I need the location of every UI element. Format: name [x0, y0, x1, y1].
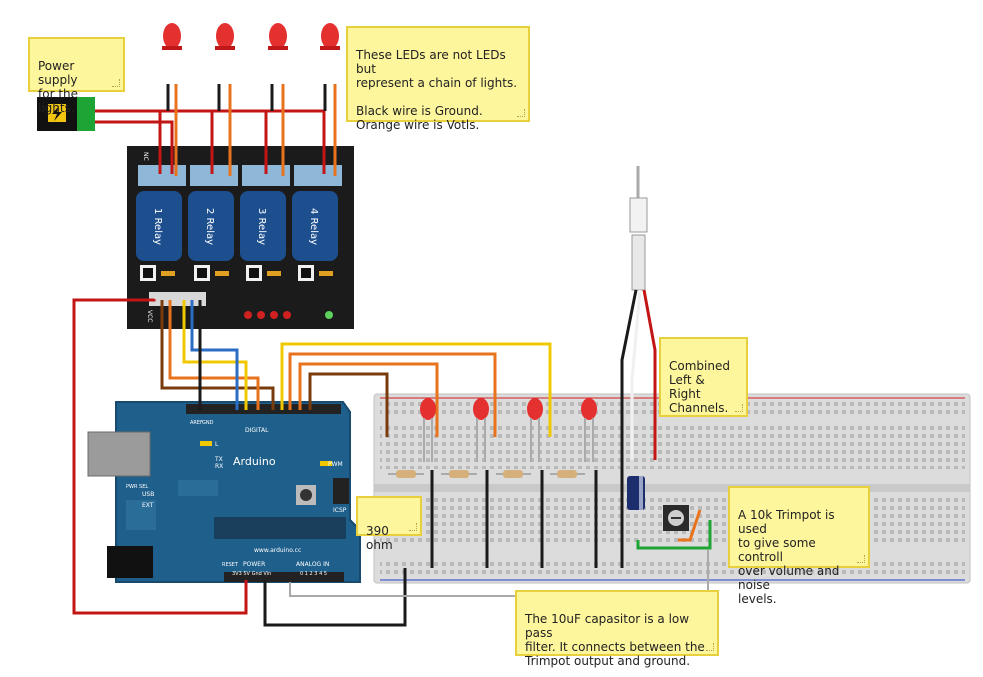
arduino-rx-label: RX — [215, 463, 223, 470]
audio-jack — [629, 166, 648, 291]
led-chain — [162, 23, 340, 50]
arduino-analog-label: ANALOG IN — [296, 561, 329, 568]
arduino-usb-label: USB — [142, 491, 154, 498]
bb-led-3 — [527, 398, 543, 462]
arduino-board — [87, 401, 361, 583]
note-power-supply: Power supply for the lights. — [28, 37, 125, 115]
bb-led-2 — [473, 398, 489, 462]
arduino-pwr-sel-label: PWR SEL — [126, 484, 148, 490]
breadboard — [373, 393, 971, 584]
power-jack — [37, 97, 95, 131]
capacitor — [627, 476, 645, 510]
arduino-power-pins: 3V3 5V Gnd Vin — [232, 571, 271, 577]
relay-4-label: 4 Relay — [308, 208, 319, 245]
note-channels: Combined Left & Right Channels. — [659, 337, 748, 417]
resistor-1 — [388, 470, 424, 478]
relay-1-label: 1 Relay — [152, 208, 163, 245]
relay-3-label: 3 Relay — [256, 208, 267, 245]
relay-nc-label: NC — [142, 152, 149, 161]
arduino-reset-label: RESET — [222, 562, 239, 568]
resistor-2 — [441, 470, 477, 478]
arduino-labels: Arduino www.arduino.cc DIGITAL POWER ANA… — [126, 420, 347, 577]
arduino-brand: Arduino — [233, 455, 276, 468]
arduino-pwm-label: PWM — [328, 461, 343, 468]
resistors — [388, 470, 585, 478]
note-resistor: 390 ohm — [356, 496, 422, 552]
arduino-url: www.arduino.cc — [254, 547, 301, 554]
bb-led-1 — [420, 398, 436, 462]
note-trimpot: A 10k Trimpot is used to give some contr… — [728, 486, 870, 606]
arduino-digital-label: DIGITAL — [245, 427, 269, 434]
resistor-3 — [496, 470, 531, 478]
led-1 — [162, 23, 182, 50]
relay-module — [127, 146, 354, 329]
note-capacitor: The 10uF capasitor is a low pass filter.… — [515, 590, 719, 668]
led-4 — [320, 23, 340, 50]
resistor-4 — [550, 470, 585, 478]
wires — [72, 84, 712, 627]
arduino-ext-label: EXT — [142, 502, 154, 509]
relay-vcc-label: VCC — [146, 310, 153, 322]
arduino-analog-pins: 0 1 2 3 4 5 — [300, 571, 327, 577]
arduino-tx-label: TX — [214, 456, 223, 463]
bb-led-4 — [581, 398, 597, 462]
note-leds: These LEDs are not LEDs but represent a … — [346, 26, 530, 132]
arduino-icsp-label: ICSP — [333, 507, 347, 514]
arduino-gnd-label: GND — [202, 420, 214, 426]
breadboard-leds — [420, 398, 597, 462]
relay-2-label: 2 Relay — [204, 208, 215, 245]
arduino-power-label: POWER — [243, 561, 265, 568]
trimpot — [663, 505, 689, 531]
led-3 — [268, 23, 288, 50]
arduino-l-label: L — [215, 441, 219, 448]
arduino-aref-label: AREF — [190, 420, 203, 426]
led-2 — [215, 23, 235, 50]
relay-labels: 1 Relay 2 Relay 3 Relay 4 Relay NC VCC — [142, 152, 319, 322]
